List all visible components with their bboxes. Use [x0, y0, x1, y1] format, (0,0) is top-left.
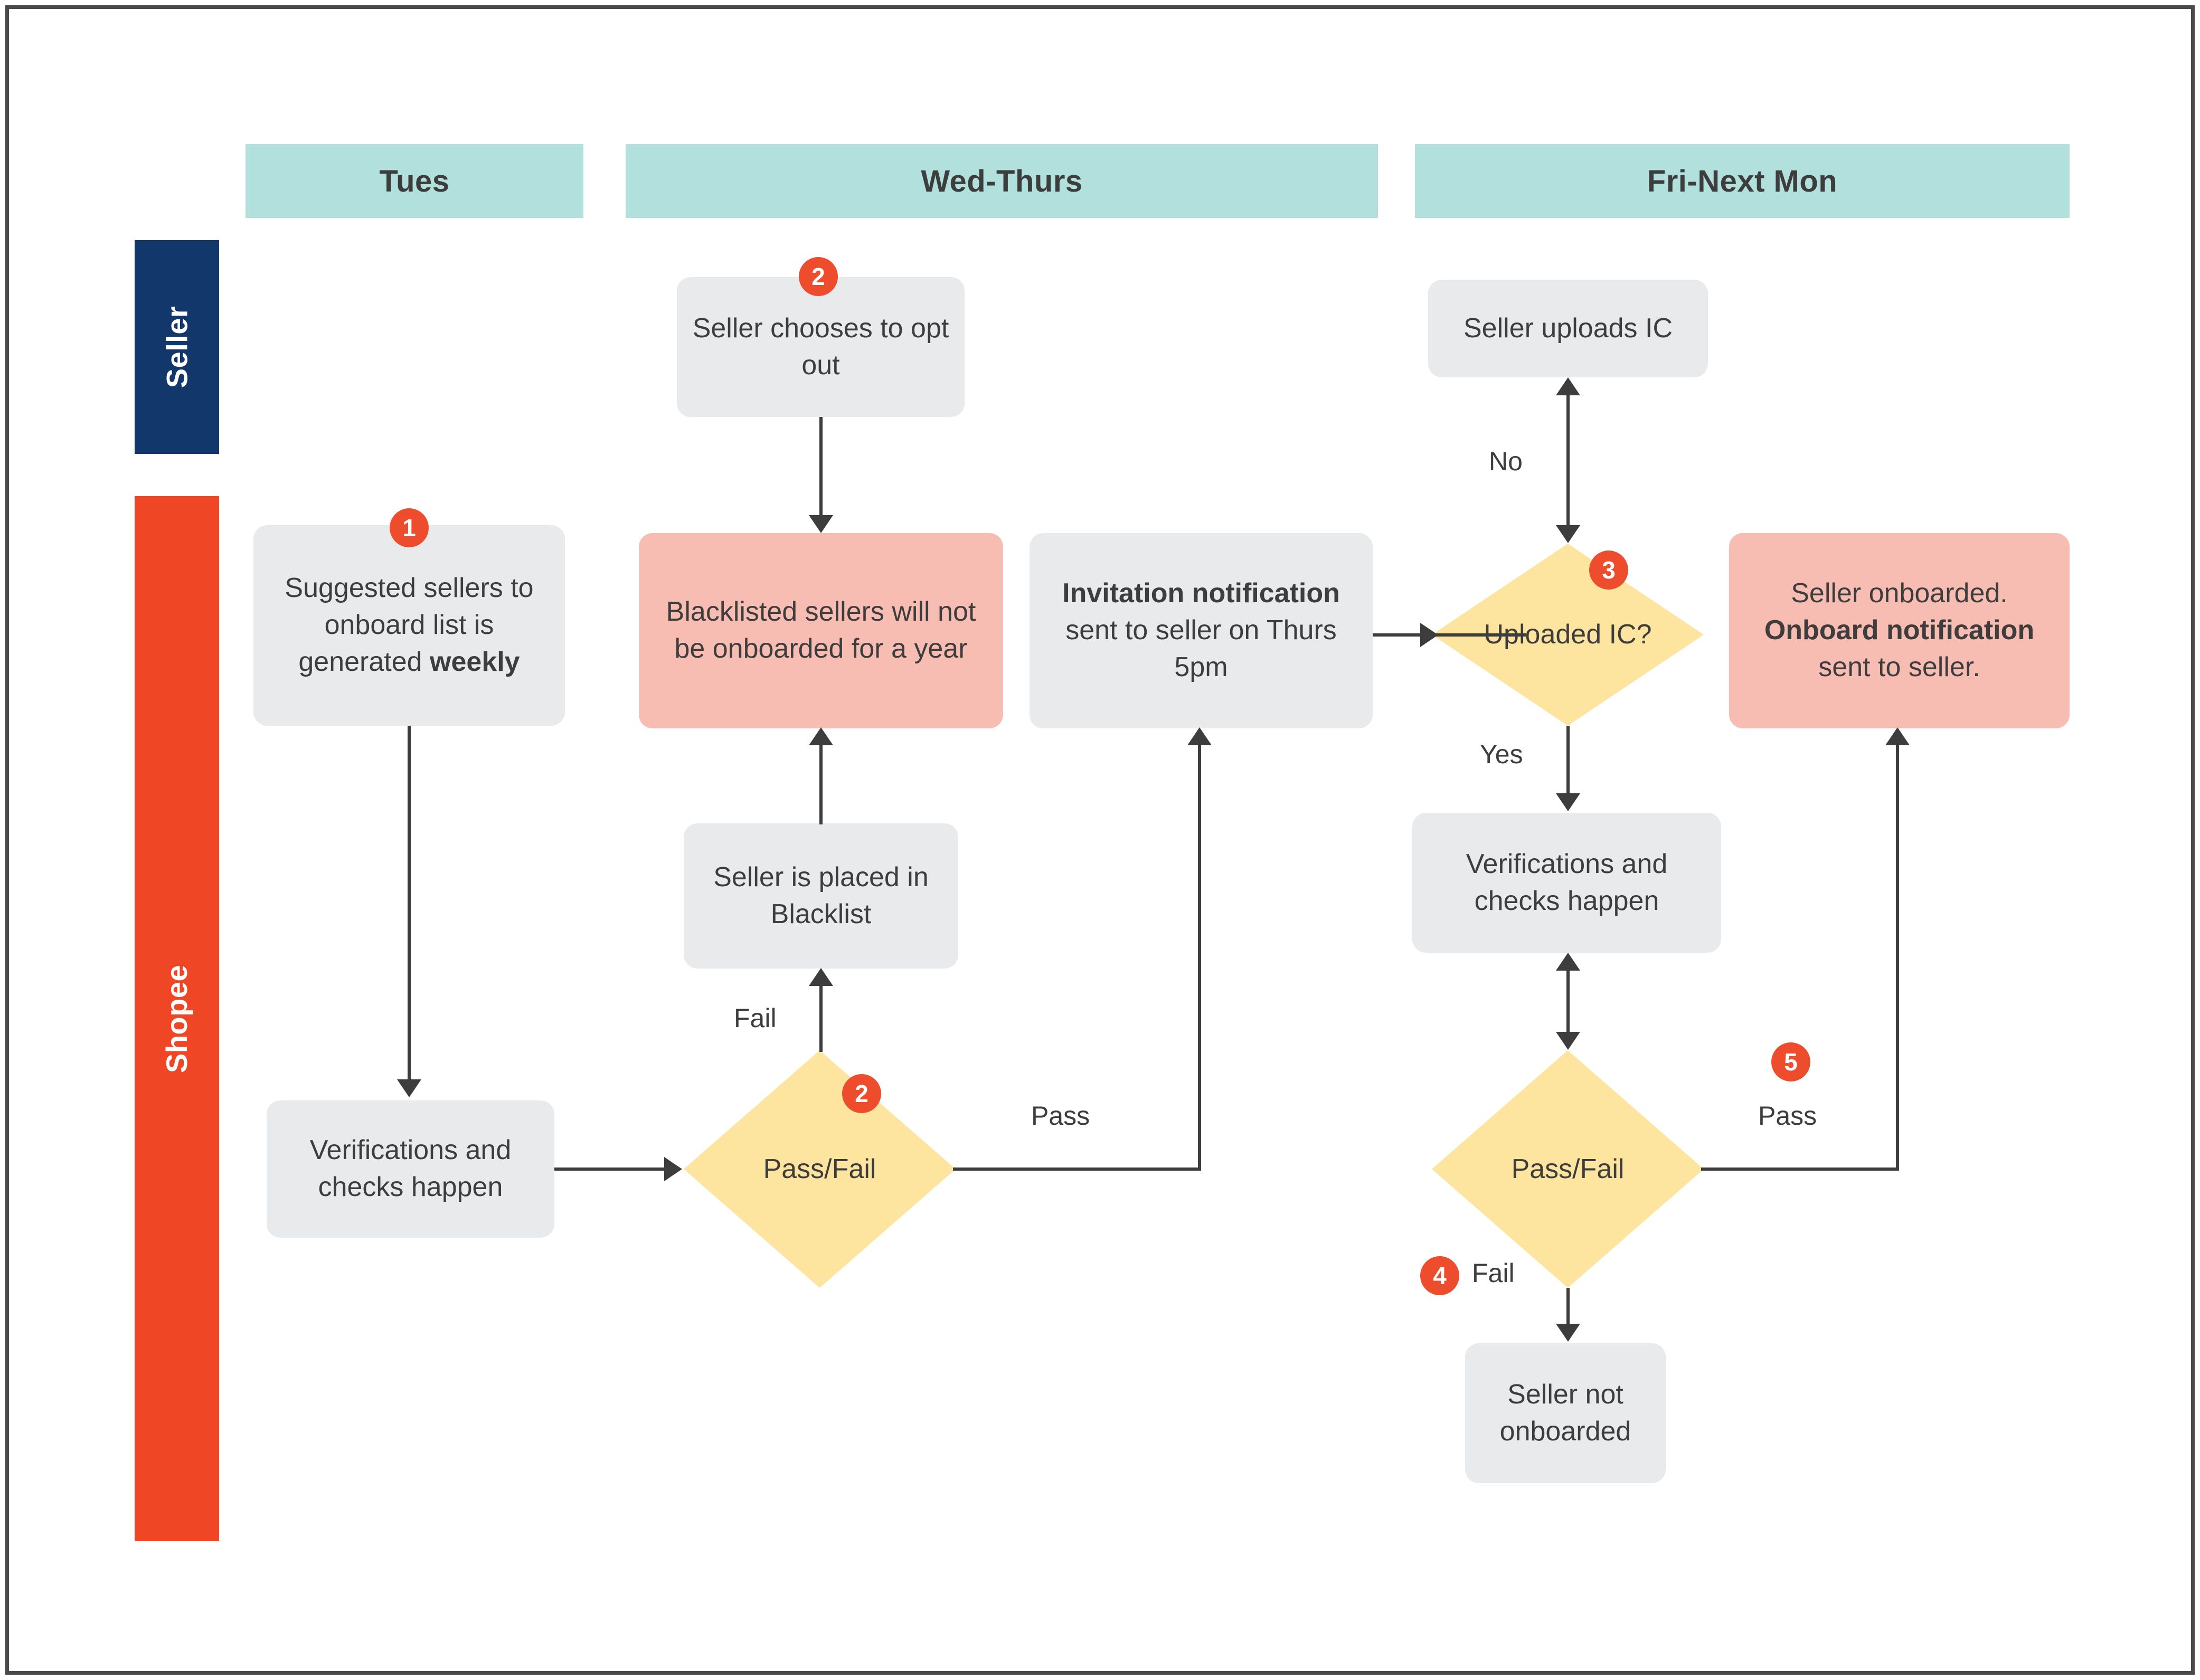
- connector-passfail2-pass-horizontal: [1701, 1168, 1899, 1171]
- arrowhead-passfail2-fail: [1556, 1324, 1580, 1342]
- badge-5-pass-edge: 5: [1771, 1042, 1810, 1081]
- diagram-border: [5, 5, 2195, 1675]
- node-invitation-notification-label: Invitation notification sent to seller o…: [1043, 575, 1359, 686]
- edge-label-no-text: No: [1489, 447, 1523, 476]
- connector-verifications2-to-passfail2: [1566, 970, 1570, 1033]
- arrowhead-invitation-to-uploadedic: [1420, 623, 1438, 647]
- node-verifications-2[interactable]: Verifications and checks happen: [1412, 813, 1721, 953]
- decision-pass-fail-2[interactable]: Pass/Fail: [1432, 1050, 1704, 1288]
- badge-1-suggested-sellers: 1: [390, 508, 429, 547]
- node-verifications-1-label: Verifications and checks happen: [309, 1135, 512, 1202]
- node-suggested-sellers[interactable]: Suggested sellers to onboard list is gen…: [253, 525, 565, 726]
- edge-label-yes: Yes: [1480, 739, 1523, 770]
- lane-seller-label: Seller: [160, 306, 194, 388]
- connector-uploadedic-yes-to-verifications2: [1566, 726, 1570, 794]
- node-seller-onboarded-tail: sent to seller.: [1818, 651, 1980, 682]
- phase-header-wed-thurs-label: Wed-Thurs: [921, 164, 1083, 198]
- node-seller-uploads-ic-label: Seller uploads IC: [1463, 312, 1673, 344]
- node-invitation-notification-text: sent to seller on Thurs 5pm: [1065, 615, 1337, 682]
- node-invitation-notification-emphasis: Invitation notification: [1062, 578, 1340, 609]
- badge-3-uploaded-ic: 3: [1589, 550, 1628, 590]
- node-suggested-sellers-text: Suggested sellers to onboard list is gen…: [285, 573, 534, 677]
- edge-label-fail-2: Fail: [1472, 1258, 1515, 1288]
- phase-header-fri-next-mon: Fri-Next Mon: [1415, 144, 2070, 218]
- node-seller-blacklist[interactable]: Seller is placed in Blacklist: [684, 823, 958, 969]
- badge-2-opt-out-number: 2: [811, 263, 825, 290]
- node-invitation-notification[interactable]: Invitation notification sent to seller o…: [1030, 533, 1373, 728]
- connector-passfail2-fail-to-notonboarded: [1566, 1288, 1570, 1325]
- phase-header-fri-next-mon-label: Fri-Next Mon: [1647, 164, 1838, 198]
- decision-pass-fail-1[interactable]: Pass/Fail: [684, 1050, 956, 1288]
- connector-passfail1-pass-horizontal: [953, 1168, 1201, 1171]
- edge-label-pass-2-text: Pass: [1758, 1101, 1817, 1131]
- arrowhead-verifications1-to-passfail1: [664, 1157, 682, 1181]
- edge-label-yes-text: Yes: [1480, 739, 1523, 769]
- edge-label-fail-1-text: Fail: [734, 1003, 777, 1033]
- node-seller-uploads-ic[interactable]: Seller uploads IC: [1428, 280, 1708, 377]
- node-seller-onboarded-label: Seller onboarded. Onboard notification s…: [1743, 575, 2056, 686]
- connector-blacklist-to-blacklisted-sellers: [819, 745, 823, 824]
- badge-3-number: 3: [1602, 556, 1616, 584]
- badge-2-pass-fail-1: 2: [842, 1074, 881, 1113]
- arrowhead-yes-to-verifications2: [1556, 793, 1580, 811]
- connector-verifications1-to-passfail1: [554, 1168, 666, 1171]
- connector-suggested-to-verifications1: [408, 726, 411, 1080]
- badge-1-number: 1: [402, 514, 416, 542]
- arrowhead-passfail2-pass-to-onboarded: [1885, 727, 1910, 745]
- connector-passfail2-pass-vertical: [1896, 745, 1899, 1169]
- connector-invitation-to-uploadedic: [1373, 633, 1526, 637]
- node-suggested-sellers-label: Suggested sellers to onboard list is gen…: [267, 570, 551, 680]
- node-seller-opt-out[interactable]: Seller chooses to opt out: [677, 277, 965, 417]
- arrowhead-passfail2-down: [1556, 1032, 1580, 1050]
- phase-header-tues: Tues: [246, 144, 583, 218]
- badge-2-opt-out: 2: [799, 257, 838, 296]
- edge-label-pass-1-text: Pass: [1031, 1101, 1090, 1131]
- phase-header-wed-thurs: Wed-Thurs: [626, 144, 1378, 218]
- node-suggested-sellers-emphasis: weekly: [430, 646, 520, 677]
- node-blacklisted-sellers-label: Blacklisted sellers will not be onboarde…: [666, 596, 976, 664]
- edge-label-no: No: [1489, 446, 1523, 477]
- arrowhead-no-down: [1556, 525, 1580, 543]
- node-seller-not-onboarded[interactable]: Seller not onboarded: [1465, 1343, 1666, 1483]
- badge-2-pass-fail-1-number: 2: [855, 1080, 868, 1107]
- node-seller-onboarded[interactable]: Seller onboarded. Onboard notification s…: [1729, 533, 2070, 728]
- badge-5-number: 5: [1784, 1048, 1798, 1076]
- arrowhead-no-up: [1556, 377, 1580, 395]
- edge-label-fail-2-text: Fail: [1472, 1258, 1515, 1288]
- lane-shopee: Shopee: [135, 496, 219, 1541]
- edge-label-pass-2: Pass: [1758, 1100, 1817, 1131]
- node-seller-onboarded-emphasis: Onboard notification: [1764, 615, 2035, 646]
- arrowhead-optout-to-blacklisted: [809, 515, 833, 533]
- node-seller-not-onboarded-label: Seller not onboarded: [1499, 1379, 1631, 1447]
- connector-passfail1-fail-to-blacklist: [819, 986, 823, 1052]
- arrowhead-verifications2-up: [1556, 953, 1580, 971]
- edge-label-fail-1: Fail: [734, 1003, 777, 1033]
- edge-label-pass-1: Pass: [1031, 1100, 1090, 1131]
- node-seller-blacklist-label: Seller is placed in Blacklist: [713, 861, 929, 929]
- node-blacklisted-sellers[interactable]: Blacklisted sellers will not be onboarde…: [639, 533, 1003, 728]
- node-verifications-2-label: Verifications and checks happen: [1466, 848, 1668, 916]
- arrowhead-blacklist-to-blacklisted-sellers: [809, 727, 833, 745]
- node-seller-opt-out-label: Seller chooses to opt out: [692, 312, 949, 381]
- badge-4-number: 4: [1433, 1262, 1447, 1289]
- arrowhead-suggested-to-verifications1: [397, 1079, 421, 1097]
- phase-header-tues-label: Tues: [379, 164, 450, 198]
- arrowhead-passfail1-fail-to-blacklist: [809, 968, 833, 986]
- connector-passfail1-pass-vertical: [1198, 745, 1201, 1169]
- badge-4-fail-edge: 4: [1420, 1256, 1459, 1295]
- lane-seller: Seller: [135, 240, 219, 454]
- decision-pass-fail-2-label: Pass/Fail: [1511, 1153, 1625, 1184]
- decision-pass-fail-1-label: Pass/Fail: [763, 1153, 876, 1184]
- node-seller-onboarded-lead: Seller onboarded.: [1791, 578, 2008, 609]
- connector-optout-to-blacklisted: [819, 417, 823, 516]
- arrowhead-passfail1-pass-to-invitation: [1187, 727, 1212, 745]
- node-verifications-1[interactable]: Verifications and checks happen: [267, 1100, 554, 1238]
- connector-uploadedic-no-to-selleruploadsic: [1566, 395, 1570, 526]
- lane-shopee-label: Shopee: [160, 964, 194, 1073]
